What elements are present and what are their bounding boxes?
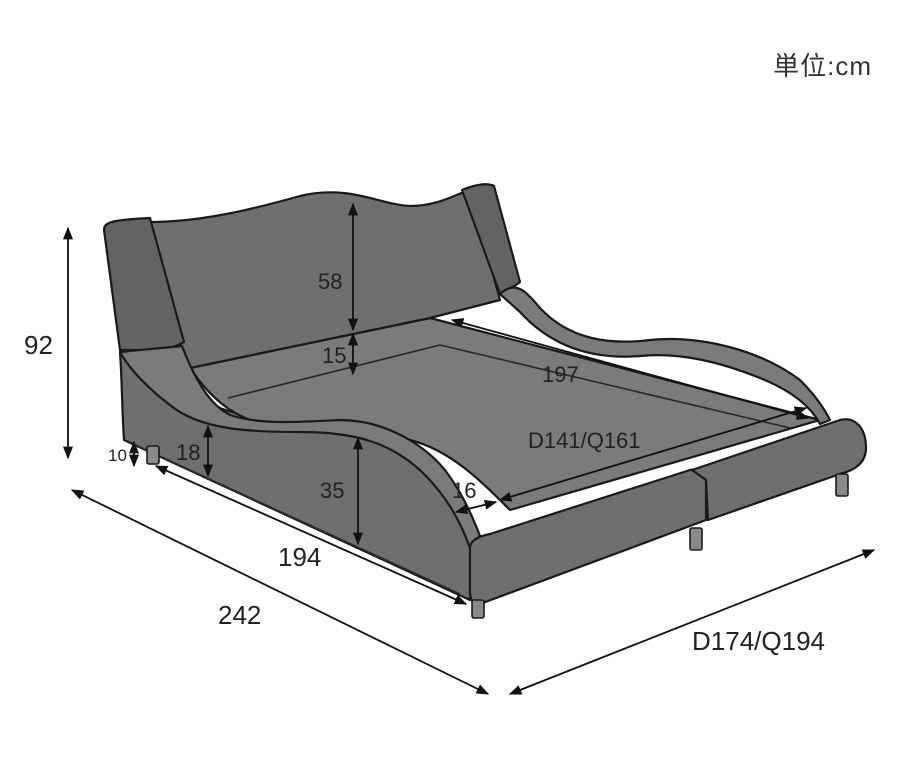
unit-label: 単位:cm: [773, 51, 872, 81]
label-leg-height: 10: [108, 446, 127, 465]
leg-back-left: [146, 445, 160, 465]
label-mattress-length: 194: [278, 542, 321, 572]
leg-front-left: [471, 599, 485, 619]
dim-line-inner-width: [498, 406, 808, 502]
dimension-labels: 92 58 15 10 18 35 197 D141/Q161 16 194 2…: [24, 269, 825, 656]
dim-line-total-length: [70, 489, 490, 695]
label-headboard-height: 58: [318, 269, 342, 294]
label-inner-width: D141/Q161: [528, 428, 641, 453]
dim-line-total-width: [508, 549, 876, 695]
bed-frame: [102, 183, 868, 619]
label-arm-width: 16: [452, 478, 476, 503]
label-side-rail-height: 18: [176, 440, 200, 465]
label-total-height: 92: [24, 330, 53, 360]
label-inner-length: 197: [542, 362, 579, 387]
leg-front-center: [689, 527, 703, 551]
label-front-height: 35: [320, 478, 344, 503]
label-frame-gap: 15: [322, 343, 346, 368]
leg-front-right: [835, 473, 849, 497]
label-total-width: D174/Q194: [692, 626, 825, 656]
dimension-lines: [62, 202, 876, 695]
label-total-length: 242: [218, 600, 261, 630]
dim-line-inner-length: [450, 318, 810, 420]
